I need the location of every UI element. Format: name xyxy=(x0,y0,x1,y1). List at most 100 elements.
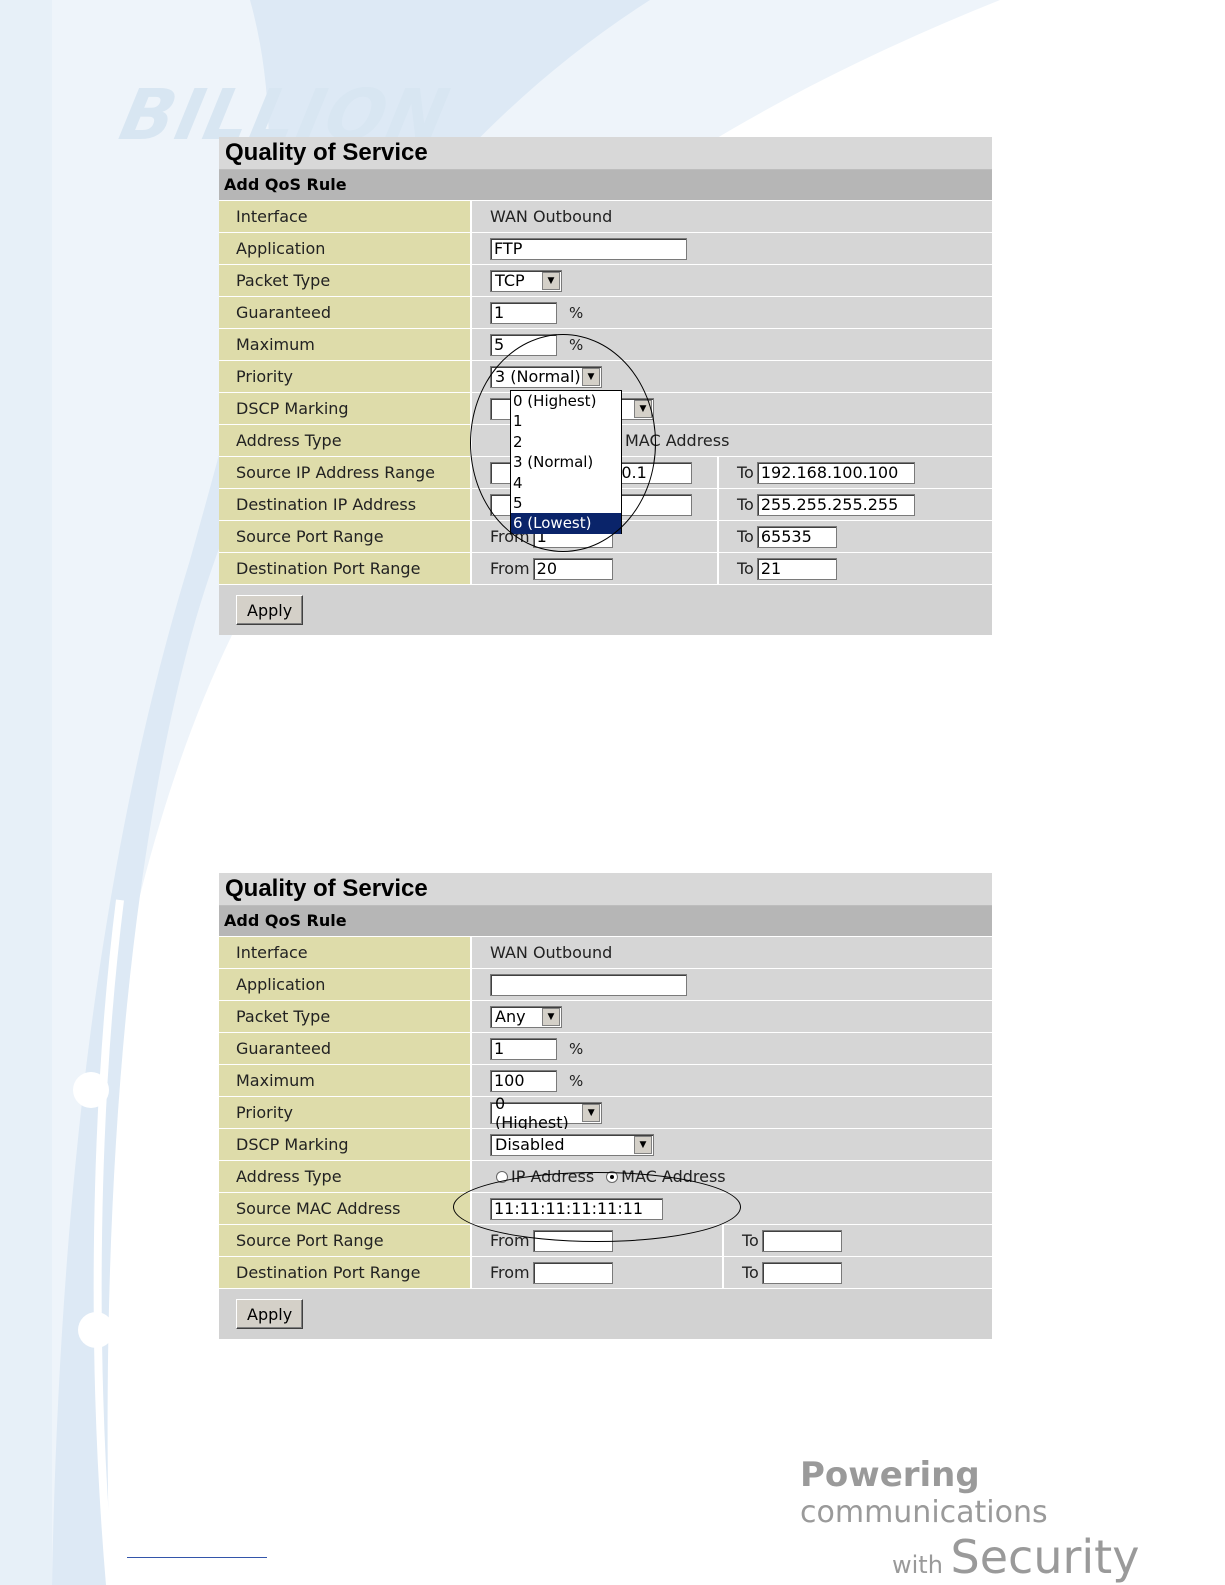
dest-port-from-input[interactable]: 20 xyxy=(532,557,613,580)
guaranteed-label: Guaranteed xyxy=(219,1033,472,1064)
application-row: Application FTP xyxy=(219,233,992,265)
chevron-down-icon[interactable]: ▼ xyxy=(634,1135,652,1154)
priority-option[interactable]: 1 xyxy=(513,412,523,431)
chevron-down-icon[interactable]: ▼ xyxy=(542,1007,560,1026)
qos-panel-mac-example: Quality of Service Add QoS Rule Interfac… xyxy=(219,873,992,1339)
priority-label: Priority xyxy=(219,1097,472,1128)
interface-row: Interface WAN Outbound xyxy=(219,201,992,233)
source-mac-input[interactable]: 11:11:11:11:11:11 xyxy=(490,1197,663,1220)
tagline-powering: Powering xyxy=(800,1455,980,1495)
mac-address-radio-label: MAC Address xyxy=(621,1167,726,1186)
application-input[interactable]: FTP xyxy=(490,237,687,260)
chevron-down-icon[interactable]: ▼ xyxy=(542,271,560,290)
apply-button[interactable]: Apply xyxy=(236,595,304,625)
source-port-to-input[interactable] xyxy=(761,1229,842,1252)
dest-ip-range-label: Destination IP Address Range xyxy=(219,489,472,545)
ip-address-radio[interactable] xyxy=(496,1170,508,1183)
mac-address-radio[interactable] xyxy=(606,1170,619,1183)
guaranteed-input[interactable]: 1 xyxy=(490,1037,557,1060)
priority-row: Priority 0 (Highest) ▼ xyxy=(219,1094,992,1132)
apply-row: Apply xyxy=(219,585,992,635)
chevron-down-icon[interactable]: ▼ xyxy=(582,367,600,386)
maximum-label: Maximum xyxy=(219,1065,472,1096)
to-label: To xyxy=(737,463,754,482)
dscp-marking-selected: Disabled xyxy=(495,1135,565,1154)
priority-selected: 0 (Highest) xyxy=(495,1093,569,1132)
source-port-range-label: Source Port Range xyxy=(219,521,472,552)
priority-option[interactable]: 6 (Lowest) xyxy=(511,513,621,534)
to-label: To xyxy=(737,527,754,546)
source-port-range-label: Source Port Range xyxy=(219,1225,472,1256)
section-subtitle: Add QoS Rule xyxy=(219,906,992,937)
qos-panel-tcp-example: Quality of Service Add QoS Rule Interfac… xyxy=(219,137,992,635)
maximum-label: Maximum xyxy=(219,329,472,360)
from-label: From xyxy=(490,1231,530,1250)
packet-type-select[interactable]: TCP ▼ xyxy=(490,269,562,292)
dscp-marking-label: DSCP Marking xyxy=(219,393,472,424)
tagline-communications: communications xyxy=(800,1495,1048,1530)
priority-option[interactable]: 5 xyxy=(513,493,523,512)
priority-select[interactable]: 0 (Highest) ▼ xyxy=(490,1094,602,1132)
application-input[interactable] xyxy=(490,973,687,996)
guaranteed-label: Guaranteed xyxy=(219,297,472,328)
priority-option[interactable]: 4 xyxy=(513,473,523,492)
dscp-marking-label: DSCP Marking xyxy=(219,1129,472,1160)
source-port-from-input[interactable] xyxy=(532,1229,613,1252)
dest-port-range-label: Destination Port Range xyxy=(219,553,472,584)
packet-type-row: Packet Type Any ▼ xyxy=(219,1001,992,1033)
ip-address-radio-label: IP Address xyxy=(511,1167,595,1186)
percent-unit: % xyxy=(569,335,584,354)
packet-type-label: Packet Type xyxy=(219,1001,472,1032)
application-label: Application xyxy=(219,969,472,1000)
percent-unit: % xyxy=(569,303,584,322)
apply-button[interactable]: Apply xyxy=(236,1299,304,1329)
packet-type-select[interactable]: Any ▼ xyxy=(490,1005,562,1028)
source-mac-label: Source MAC Address xyxy=(219,1193,472,1224)
to-label: To xyxy=(742,1231,759,1250)
source-ip-to-input[interactable]: 192.168.100.100 xyxy=(756,461,915,484)
dest-port-range-row: Destination Port Range From 20 To 21 xyxy=(219,553,992,585)
guaranteed-row: Guaranteed 1 % xyxy=(219,1033,992,1065)
page-title: Quality of Service xyxy=(219,137,992,170)
tagline-with: with xyxy=(892,1551,951,1579)
dest-port-from-input[interactable] xyxy=(532,1261,613,1284)
priority-row: Priority 3 (Normal) ▼ xyxy=(219,361,992,393)
interface-row: Interface WAN Outbound xyxy=(219,937,992,969)
guaranteed-input[interactable]: 1 xyxy=(490,301,557,324)
priority-selected: 3 (Normal) xyxy=(495,367,581,386)
chevron-down-icon[interactable]: ▼ xyxy=(582,1103,600,1122)
from-label: From xyxy=(490,1263,530,1282)
maximum-row: Maximum 5 % xyxy=(219,329,992,361)
dscp-marking-row: DSCP Marking Disabled ▼ xyxy=(219,1129,992,1161)
priority-label: Priority xyxy=(219,361,472,392)
application-row: Application xyxy=(219,969,992,1001)
mac-address-radio-label: MAC Address xyxy=(625,431,730,450)
percent-unit: % xyxy=(569,1039,584,1058)
section-subtitle: Add QoS Rule xyxy=(219,170,992,201)
priority-option[interactable]: 0 (Highest) xyxy=(513,392,597,410)
address-type-label: Address Type xyxy=(219,425,472,456)
dest-port-to-input[interactable]: 21 xyxy=(756,557,837,580)
dest-port-to-input[interactable] xyxy=(761,1261,842,1284)
priority-select[interactable]: 3 (Normal) ▼ xyxy=(490,365,602,388)
source-port-to-input[interactable]: 65535 xyxy=(756,525,837,548)
apply-row: Apply xyxy=(219,1289,992,1339)
maximum-input[interactable]: 5 xyxy=(490,333,557,356)
to-label: To xyxy=(737,495,754,514)
interface-value: WAN Outbound xyxy=(490,207,613,226)
source-mac-row: Source MAC Address 11:11:11:11:11:11 xyxy=(219,1193,992,1225)
maximum-row: Maximum 100 % xyxy=(219,1065,992,1097)
dscp-marking-select[interactable]: Disabled ▼ xyxy=(490,1133,654,1156)
packet-type-label: Packet Type xyxy=(219,265,472,296)
guaranteed-row: Guaranteed 1 % xyxy=(219,297,992,329)
priority-option[interactable]: 3 (Normal) xyxy=(513,453,594,472)
chevron-down-icon[interactable]: ▼ xyxy=(634,399,652,418)
dest-ip-to-input[interactable]: 255.255.255.255 xyxy=(756,493,915,516)
priority-option[interactable]: 2 xyxy=(513,432,523,451)
from-label: From xyxy=(490,559,530,578)
interface-value: WAN Outbound xyxy=(490,943,613,962)
packet-type-selected: Any xyxy=(495,1007,526,1026)
application-label: Application xyxy=(219,233,472,264)
maximum-input[interactable]: 100 xyxy=(490,1069,557,1092)
